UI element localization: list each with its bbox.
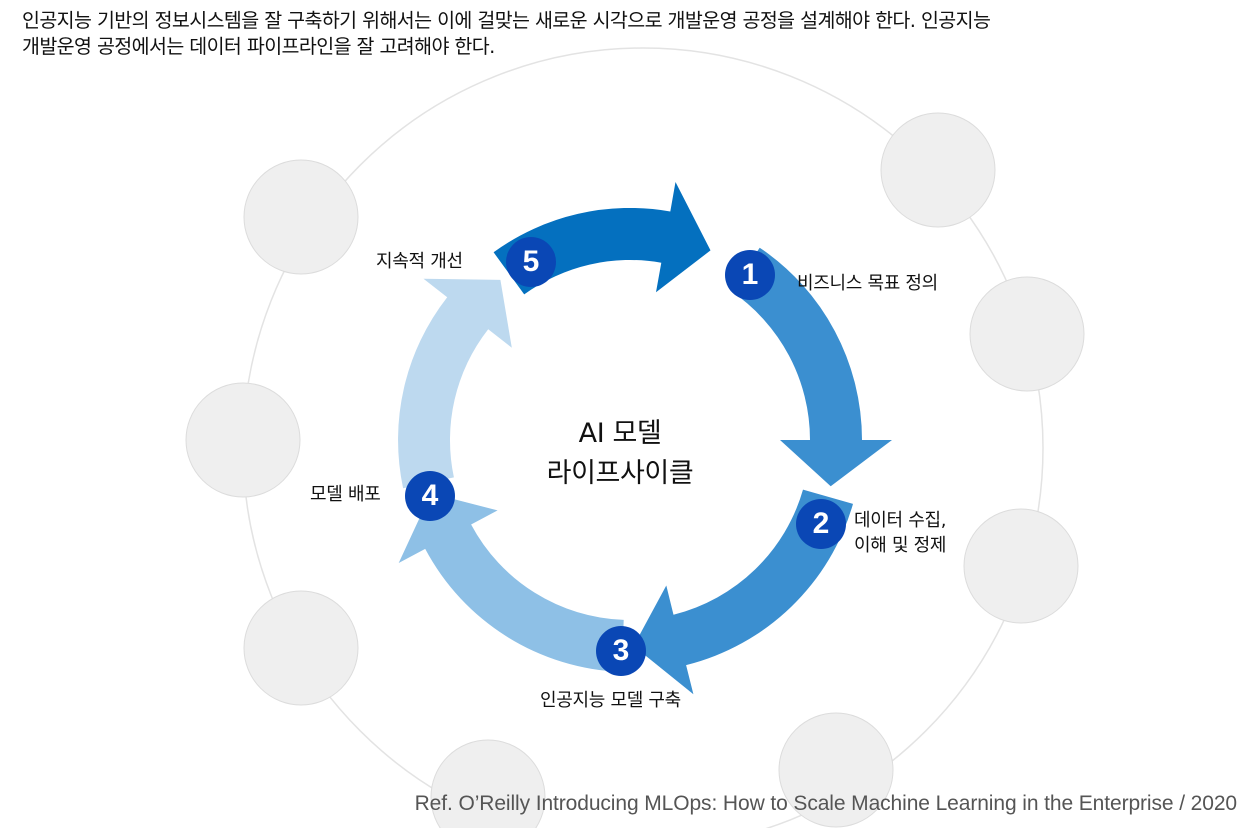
intro-line-1: 인공지능 기반의 정보시스템을 잘 구축하기 위해서는 이에 걸맞는 새로운 시… xyxy=(22,9,991,32)
decor-circle xyxy=(243,590,359,706)
decor-circle xyxy=(880,112,996,228)
center-title-line-2: 라이프사이클 xyxy=(546,458,694,489)
step-1-badge: 1 xyxy=(725,250,775,300)
arrow-deploy-to-improve xyxy=(398,278,512,489)
step-2-badge: 2 xyxy=(796,499,846,549)
step-3-badge: 3 xyxy=(596,626,646,676)
intro-line-2: 개발운영 공정에서는 데이터 파이프라인을 잘 고려해야 한다. xyxy=(22,35,495,58)
step-4-badge: 4 xyxy=(405,471,455,521)
center-title: AI 모델 라이프사이클 xyxy=(460,414,780,494)
step-1-label: 비즈니스 목표 정의 xyxy=(797,273,938,294)
reference-citation: Ref. O’Reilly Introducing MLOps: How to … xyxy=(414,792,1237,815)
decor-circle xyxy=(963,508,1079,624)
arrow-business-to-data xyxy=(730,247,892,487)
step-5-label: 지속적 개선 xyxy=(376,251,463,272)
arrow-model-to-deploy xyxy=(398,493,624,672)
step-4-label: 모델 배포 xyxy=(310,484,381,505)
step-2-label-line-1: 데이터 수집, xyxy=(854,510,947,531)
decorative-circles xyxy=(185,112,1085,828)
step-2-label: 데이터 수집, 이해 및 정제 xyxy=(854,508,946,558)
cycle-arrows xyxy=(398,182,892,695)
arrow-data-to-model xyxy=(633,489,853,695)
decor-circle xyxy=(243,159,359,275)
center-title-line-1: AI 모델 xyxy=(578,418,662,449)
intro-text: 인공지능 기반의 정보시스템을 잘 구축하기 위해서는 이에 걸맞는 새로운 시… xyxy=(22,8,1232,60)
step-2-label-line-2: 이해 및 정제 xyxy=(854,535,947,556)
decor-circle xyxy=(778,712,894,828)
decor-circle xyxy=(969,276,1085,392)
decor-circle xyxy=(430,739,546,828)
step-3-label: 인공지능 모델 구축 xyxy=(540,690,681,711)
decor-circle xyxy=(185,382,301,498)
step-5-badge: 5 xyxy=(506,237,556,287)
